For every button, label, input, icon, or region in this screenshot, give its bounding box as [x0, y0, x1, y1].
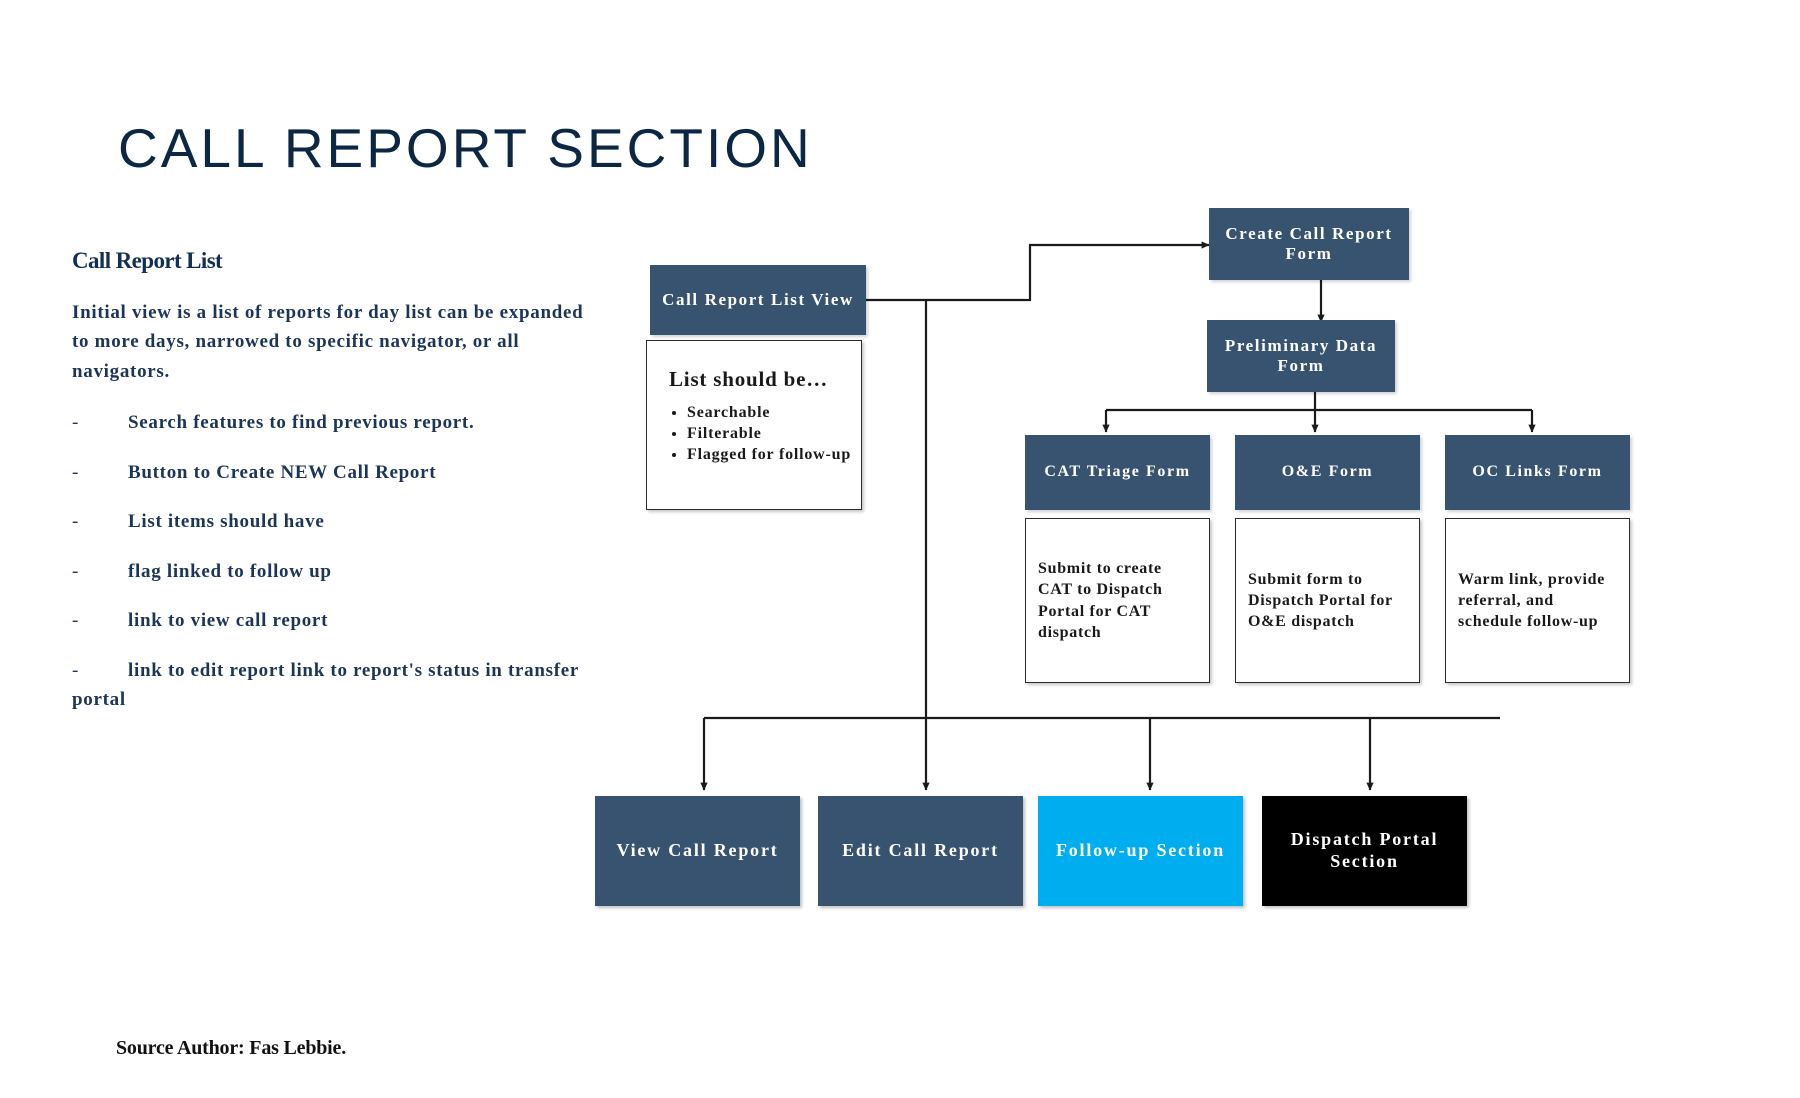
node-oc-links-form[interactable]: OC Links Form: [1445, 435, 1630, 510]
bullet-marker: -: [72, 461, 80, 483]
list-item: - link to view call report: [72, 606, 602, 635]
node-label: Follow-up Section: [1055, 840, 1226, 861]
bullet-marker: -: [72, 412, 80, 434]
bullet-marker: -: [72, 511, 80, 533]
bullet-marker: -: [72, 659, 80, 681]
node-label: CAT Triage Form: [1044, 463, 1191, 481]
node-view-call-report[interactable]: View Call Report: [595, 796, 800, 906]
node-call-report-list-view-details: List should be… Searchable Filterable Fl…: [646, 340, 862, 510]
node-body-text: Submit form to Dispatch Portal for O&E d…: [1248, 570, 1393, 631]
bullet-marker: -: [72, 610, 80, 632]
source-author-note: Source Author: Fas Lebbie.: [116, 1037, 346, 1059]
node-label: View Call Report: [616, 840, 779, 861]
node-label: O&E Form: [1281, 463, 1374, 481]
node-dispatch-portal-section[interactable]: Dispatch Portal Section: [1262, 796, 1467, 906]
list-item: Flagged for follow-up: [687, 444, 861, 465]
node-cat-triage-form[interactable]: CAT Triage Form: [1025, 435, 1210, 510]
node-edit-call-report[interactable]: Edit Call Report: [818, 796, 1023, 906]
left-panel-heading: Call Report List: [72, 248, 223, 273]
node-label: Edit Call Report: [842, 840, 999, 861]
bullet-text: Button to Create NEW Call Report: [128, 461, 437, 483]
page-title: CALL REPORT SECTION: [118, 117, 813, 179]
list-item: - Button to Create NEW Call Report: [72, 458, 602, 487]
node-cat-triage-form-details: Submit to create CAT to Dispatch Portal …: [1025, 518, 1210, 683]
node-body-text: Submit to create CAT to Dispatch Portal …: [1038, 559, 1163, 641]
node-call-report-list-view[interactable]: Call Report List View: [650, 265, 866, 335]
bullet-text: Search features to find previous report.: [128, 412, 475, 434]
node-label: Dispatch Portal Section: [1290, 829, 1439, 871]
list-item: -link to edit report link to report's st…: [72, 656, 602, 715]
node-create-call-report-form[interactable]: Create Call Report Form: [1209, 208, 1409, 280]
list-item: Searchable: [687, 402, 861, 423]
list-details-title: List should be…: [669, 367, 829, 391]
node-preliminary-data-form[interactable]: Preliminary Data Form: [1207, 320, 1395, 392]
list-item: - Search features to find previous report…: [72, 408, 602, 437]
bullet-text: flag linked to follow up: [128, 560, 332, 582]
node-label: OC Links Form: [1472, 463, 1603, 481]
node-label: Preliminary Data Form: [1224, 336, 1378, 375]
bullet-text: link to edit report link to report's sta…: [72, 659, 579, 710]
node-oe-form[interactable]: O&E Form: [1235, 435, 1420, 510]
node-label: Call Report List View: [662, 290, 854, 310]
list-details-items: Searchable Filterable Flagged for follow…: [647, 402, 861, 465]
node-body-text: Warm link, provide referral, and schedul…: [1458, 570, 1605, 631]
left-panel-paragraph: Initial view is a list of reports for da…: [72, 302, 584, 382]
node-label: Create Call Report Form: [1225, 224, 1393, 263]
bullet-marker: -: [72, 560, 80, 582]
list-item: Filterable: [687, 423, 861, 444]
list-item: - flag linked to follow up: [72, 557, 602, 586]
node-oe-form-details: Submit form to Dispatch Portal for O&E d…: [1235, 518, 1420, 683]
bullet-text: List items should have: [128, 511, 325, 533]
node-oc-links-form-details: Warm link, provide referral, and schedul…: [1445, 518, 1630, 683]
bullet-text: link to view call report: [128, 610, 329, 632]
left-description-panel: Call Report List Initial view is a list …: [72, 248, 612, 734]
node-follow-up-section[interactable]: Follow-up Section: [1038, 796, 1243, 906]
list-item: - List items should have: [72, 507, 602, 536]
